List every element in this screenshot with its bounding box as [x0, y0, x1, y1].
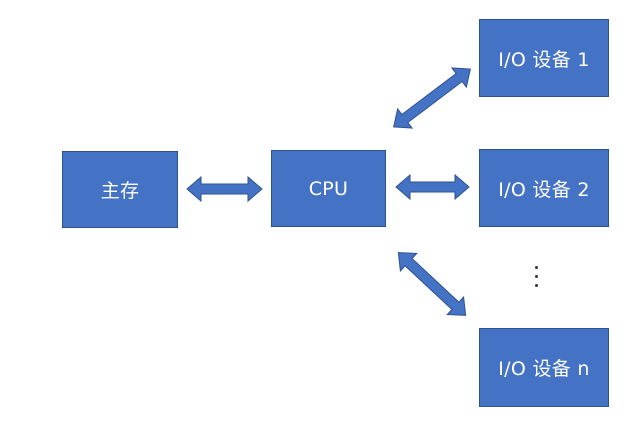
arrow-cpu-ion	[397, 252, 467, 316]
vertical-ellipsis	[527, 260, 547, 294]
io-device-n-box: I/O 设备 n	[479, 328, 609, 407]
io-device-2-box: I/O 设备 2	[479, 149, 609, 227]
io-device-2-label: I/O 设备 2	[498, 178, 590, 201]
cpu-box: CPU	[271, 150, 386, 227]
io-device-n-label: I/O 设备 n	[498, 358, 590, 380]
arrow-cpu-io2	[395, 173, 470, 201]
cpu-label: CPU	[308, 177, 349, 200]
arrow-main-cpu	[186, 175, 263, 203]
io-device-1-box: I/O 设备 1	[479, 19, 609, 97]
arrow-cpu-io1	[393, 67, 471, 129]
main-memory-box: 主存	[62, 151, 178, 228]
io-device-1-label: I/O 设备 1	[498, 48, 590, 71]
main-memory-label: 主存	[100, 180, 140, 202]
